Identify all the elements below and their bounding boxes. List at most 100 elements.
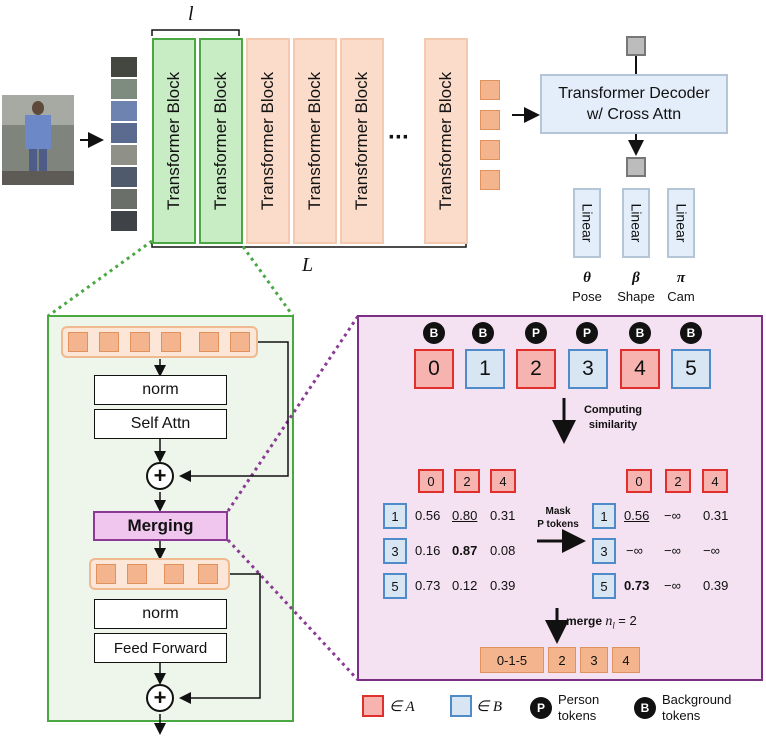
feed-forward: Feed Forward [94, 633, 227, 663]
token-5: 5 [671, 349, 711, 389]
legend-set-b-swatch [450, 695, 472, 717]
a-header-0: 0 [626, 469, 652, 493]
cam-symbol: π [676, 270, 686, 286]
a-header-2: 2 [454, 469, 480, 493]
image-patches [111, 57, 137, 231]
query-token [626, 36, 646, 56]
masked-sim-cell: 0.31 [703, 508, 729, 523]
sim-cell: 0.39 [490, 578, 516, 593]
token [99, 332, 119, 352]
merged-token-4: 4 [612, 647, 640, 673]
token-1: 1 [465, 349, 505, 389]
token [164, 564, 184, 584]
token [68, 332, 88, 352]
norm-2: norm [94, 599, 227, 629]
token-4: 4 [620, 349, 660, 389]
legend-set-a-label: ∈ A [389, 699, 415, 715]
masked-sim-cell: 0.73 [624, 578, 650, 593]
a-header-4: 4 [490, 469, 516, 493]
merging-box: Merging [93, 511, 228, 541]
transformer-block-label: Transformer Block [436, 71, 456, 211]
L-label: L [302, 254, 314, 276]
token [161, 332, 181, 352]
legend-set-b-label: ∈ B [476, 699, 502, 715]
linear-label: Linear [579, 203, 596, 243]
merged-token-3: 3 [580, 647, 608, 673]
linear-head-pose: Linear [573, 188, 601, 258]
token [127, 564, 147, 584]
b-row-1: 1 [592, 503, 616, 529]
l-label: l [188, 3, 194, 25]
shape-symbol: β [632, 270, 640, 286]
transformer-block-1: Transformer Block [152, 38, 196, 244]
transformer-block-3: Transformer Block [246, 38, 290, 244]
sim-cell: 0.87 [452, 543, 478, 558]
b-row-3: 3 [383, 538, 407, 564]
decoder-subtitle: w/ Cross Attn [586, 106, 682, 123]
legend-background-badge: B [634, 697, 656, 719]
output-token [480, 140, 500, 160]
legend-set-a-swatch [362, 695, 384, 717]
transformer-block-label: Transformer Block [164, 71, 184, 211]
output-query-token [626, 157, 646, 177]
legend-background-label: Background tokens [662, 692, 732, 723]
add-circle-2: + [146, 684, 174, 712]
linear-label: Linear [628, 203, 645, 243]
output-token [480, 110, 500, 130]
transformer-block-label: Transformer Block [305, 71, 325, 211]
self-attn: Self Attn [94, 409, 227, 439]
sim-cell: 0.73 [415, 578, 441, 593]
masked-sim-cell: −∞ [703, 543, 720, 558]
token [198, 564, 218, 584]
a-header-4: 4 [702, 469, 728, 493]
merged-token-2: 2 [548, 647, 576, 673]
transformer-block-2: Transformer Block [199, 38, 243, 244]
masked-sim-cell: −∞ [664, 578, 681, 593]
transformer-block-label: Transformer Block [352, 71, 372, 211]
input-image [2, 95, 74, 185]
masked-sim-cell: 0.56 [624, 508, 650, 523]
ellipsis: ··· [388, 124, 410, 151]
shape-label: Shape [617, 289, 655, 304]
transformer-block-last: Transformer Block [424, 38, 468, 244]
masked-sim-cell: 0.39 [703, 578, 729, 593]
input-token-row [61, 326, 258, 358]
transformer-block-label: Transformer Block [258, 71, 278, 211]
computing-similarity-label: Computing similarity [583, 404, 643, 431]
transformer-decoder: Transformer Decoder w/ Cross Attn [540, 74, 728, 134]
linear-label: Linear [673, 203, 690, 243]
token [96, 564, 116, 584]
sim-cell: 0.08 [490, 543, 516, 558]
token-0: 0 [414, 349, 454, 389]
decoder-title: Transformer Decoder [558, 85, 710, 102]
linear-head-shape: Linear [622, 188, 650, 258]
badge-background: B [423, 322, 445, 344]
token-3: 3 [568, 349, 608, 389]
token [130, 332, 150, 352]
token [199, 332, 219, 352]
masked-sim-cell: −∞ [664, 543, 681, 558]
legend-person-label: Person tokens [558, 692, 600, 723]
output-token [480, 80, 500, 100]
merge-label: merge nl = 2 [566, 613, 637, 631]
a-header-0: 0 [418, 469, 444, 493]
masked-sim-cell: −∞ [664, 508, 681, 523]
add-circle-1: + [146, 462, 174, 490]
b-row-1: 1 [383, 503, 407, 529]
cam-label: Cam [667, 289, 695, 304]
mask-label: Mask P tokens [537, 506, 579, 530]
badge-person: P [576, 322, 598, 344]
sim-cell: 0.12 [452, 578, 478, 593]
badge-background: B [629, 322, 651, 344]
norm-1: norm [94, 375, 227, 405]
token [230, 332, 250, 352]
a-header-2: 2 [665, 469, 691, 493]
b-row-5: 5 [592, 573, 616, 599]
b-row-3: 3 [592, 538, 616, 564]
pose-symbol: θ [583, 270, 591, 286]
sim-cell: 0.80 [452, 508, 478, 523]
sim-cell: 0.16 [415, 543, 441, 558]
sim-cell: 0.31 [490, 508, 516, 523]
output-token [480, 170, 500, 190]
